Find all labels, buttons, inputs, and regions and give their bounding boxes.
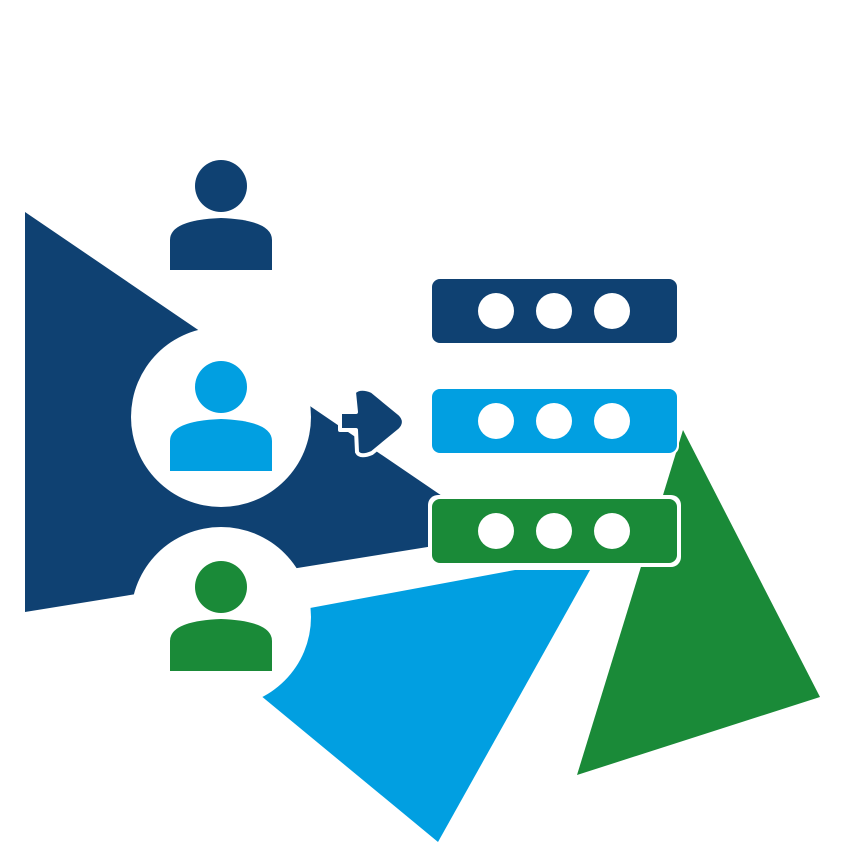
person-icon <box>170 160 272 270</box>
user-green-backdrop <box>131 527 311 707</box>
password-field-icon <box>430 387 679 455</box>
user-light-backdrop <box>131 327 311 507</box>
password-field-icon <box>432 279 677 343</box>
password-field-icon <box>428 495 681 567</box>
green-wedge <box>577 430 820 775</box>
person-icon <box>170 361 272 471</box>
arrow-right-icon <box>338 386 406 458</box>
light-blue-wedge <box>260 570 590 842</box>
person-icon <box>170 561 272 671</box>
